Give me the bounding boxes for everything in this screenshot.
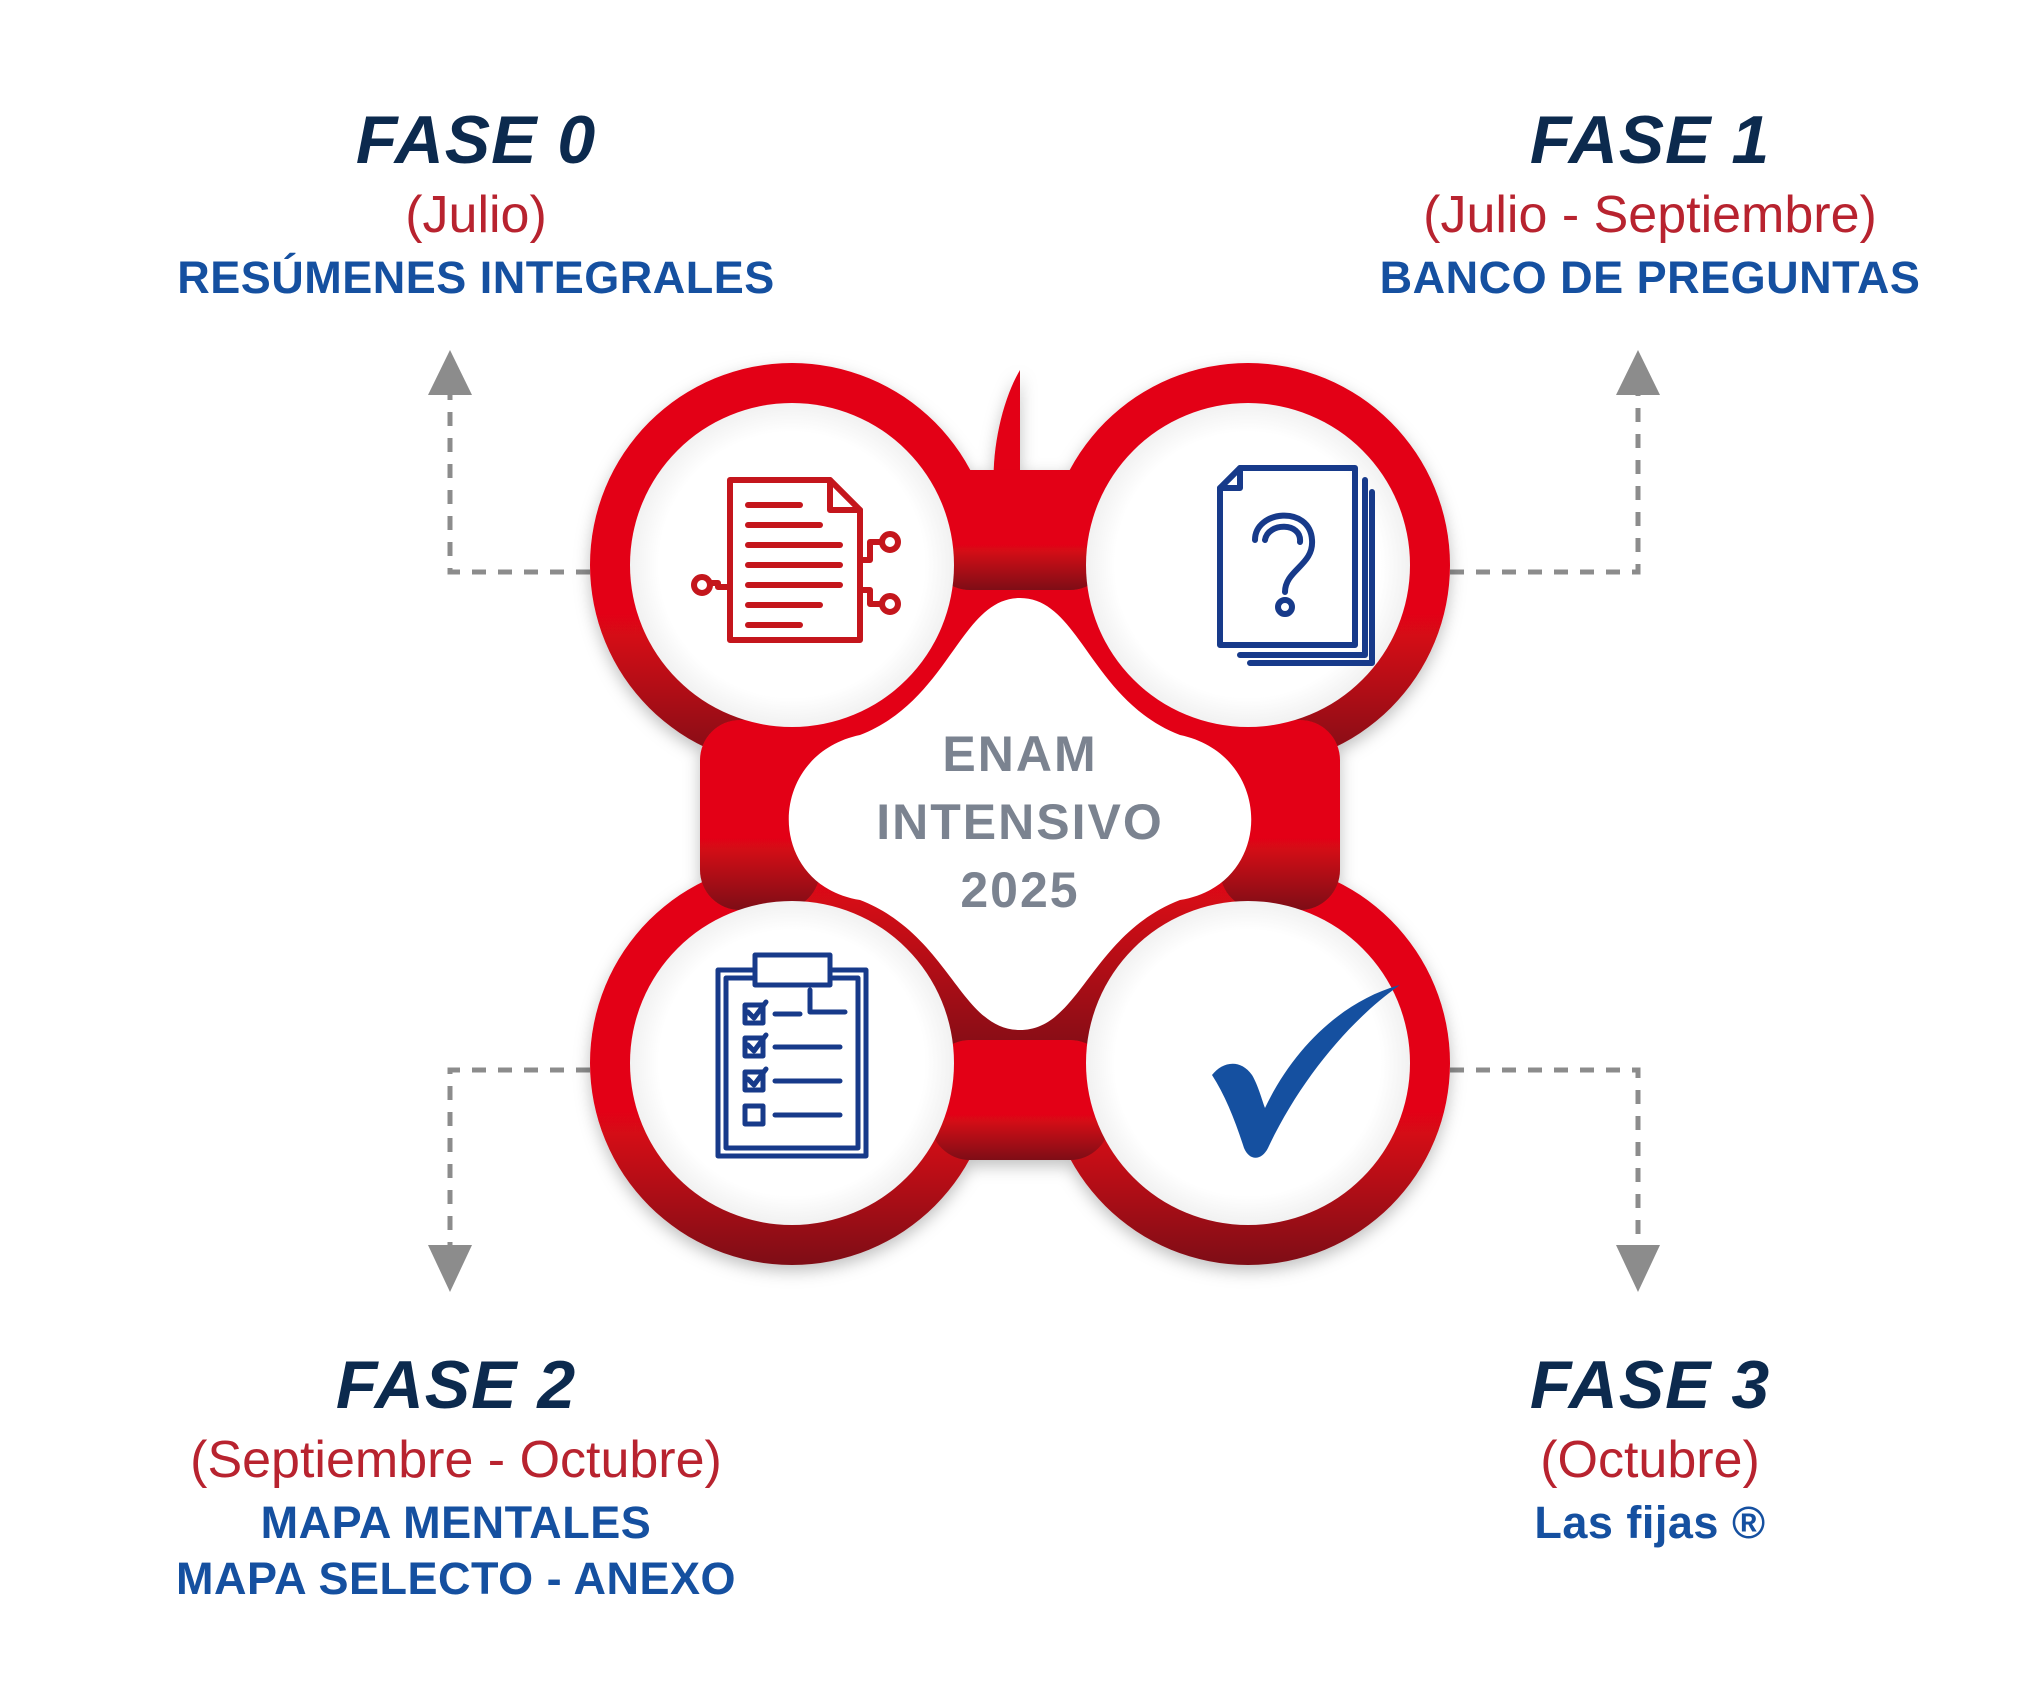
phase-0-desc: RESÚMENES INTEGRALES (177, 252, 775, 303)
document-circuit-icon (691, 477, 901, 643)
phase-1-desc: BANCO DE PREGUNTAS (1379, 252, 1921, 303)
center-line-1: ENAM (942, 726, 1098, 782)
center-area (788, 598, 1252, 1030)
arrow-down-fase-3 (1616, 1245, 1660, 1292)
phase-2-period: (Septiembre - Octubre) (190, 1431, 722, 1489)
circle-fase-3 (1086, 901, 1410, 1225)
center-label: ENAM INTENSIVO 2025 (870, 720, 1170, 924)
center-line-2: INTENSIVO (876, 794, 1164, 850)
center-line-3: 2025 (960, 862, 1080, 918)
phase-0-period: (Julio) (405, 186, 547, 244)
circle-fase-2 (630, 901, 954, 1225)
phase-1-period: (Julio - Septiembre) (1423, 186, 1877, 244)
arrow-up-fase-0 (428, 350, 472, 395)
checklist-clipboard-icon (715, 952, 869, 1159)
arrow-down-fase-2 (428, 1245, 472, 1292)
phase-2-title: FASE 2 (335, 1347, 577, 1423)
phase-3-desc: Las fijas ® (1534, 1497, 1766, 1548)
phase-3-period: (Octubre) (1540, 1431, 1760, 1489)
phase-1-block: FASE 1 (Julio - Septiembre) BANCO DE PRE… (1270, 100, 2030, 306)
phase-1-title: FASE 1 (1529, 102, 1771, 178)
phase-0-title: FASE 0 (355, 102, 597, 178)
phase-3-title: FASE 3 (1529, 1347, 1771, 1423)
checkmark-icon (1212, 985, 1400, 1158)
connector-fase-2 (447, 1067, 590, 1245)
connector-fase-3 (1450, 1067, 1641, 1245)
phase-2-block: FASE 2 (Septiembre - Octubre) MAPA MENTA… (76, 1345, 836, 1607)
connector-fase-1 (1450, 395, 1641, 575)
phase-2-desc-2: MAPA SELECTO - ANEXO (175, 1553, 737, 1604)
phase-3-block: FASE 3 (Octubre) Las fijas ® (1270, 1345, 2030, 1551)
arrow-up-fase-1 (1616, 350, 1660, 395)
phase-2-desc-1: MAPA MENTALES (260, 1497, 652, 1548)
circle-fase-1 (1086, 403, 1410, 727)
phase-0-block: FASE 0 (Julio) RESÚMENES INTEGRALES (96, 100, 856, 306)
question-document-icon (1217, 465, 1375, 666)
connector-fase-0 (447, 395, 590, 575)
